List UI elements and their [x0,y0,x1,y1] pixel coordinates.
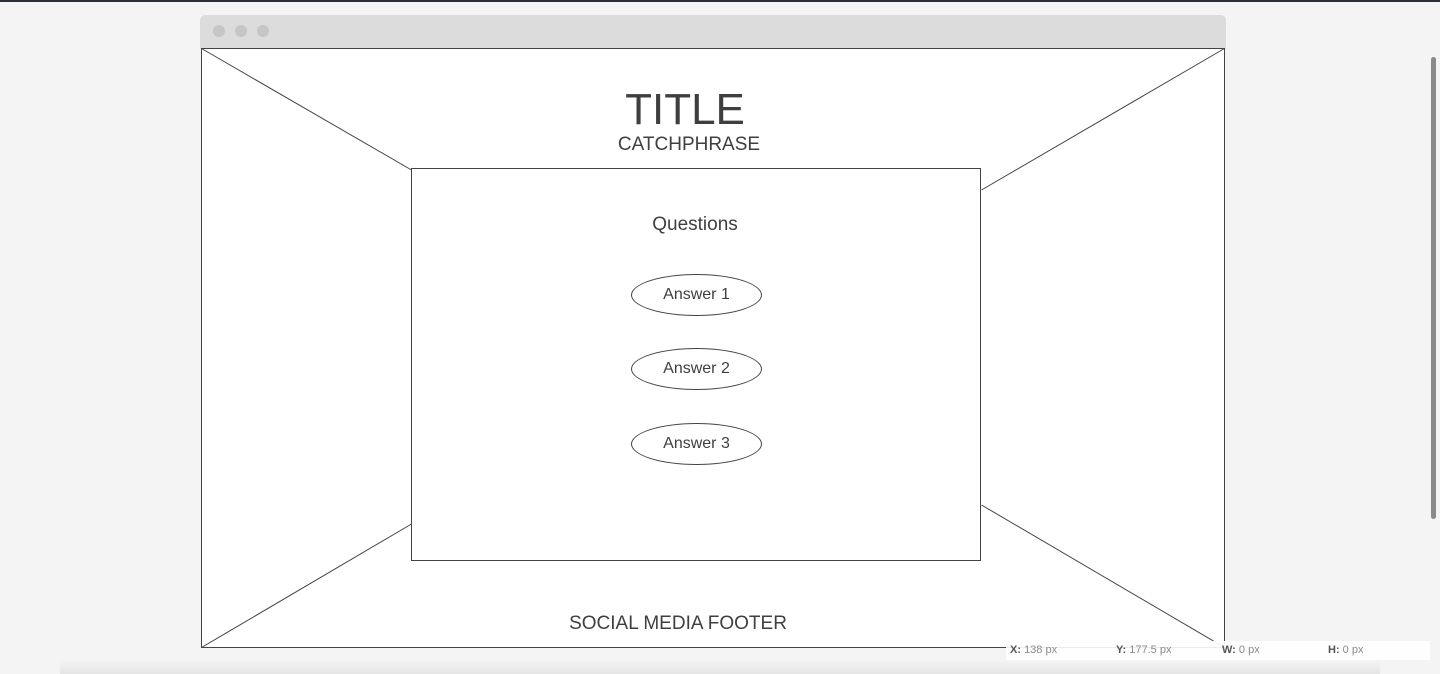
placeholder-diagonal-bottom-left [201,523,412,648]
window-close-dot[interactable] [213,25,225,37]
y-coordinate: Y: 177.5 px [1116,644,1172,656]
x-coordinate: X: 138 px [1010,644,1058,656]
placeholder-diagonal-bottom-right [981,504,1225,648]
window-top-edge [0,0,1440,2]
answer-3-button[interactable]: Answer 3 [631,423,762,465]
placeholder-diagonal-top-left [201,48,412,171]
width-readout: W: 0 px [1222,644,1260,656]
answer-2-button[interactable]: Answer 2 [631,348,762,390]
window-minimize-dot[interactable] [235,25,247,37]
window-maximize-dot[interactable] [257,25,269,37]
scrollbar-thumb[interactable] [1431,57,1436,519]
height-readout: H: 0 px [1328,644,1364,656]
social-media-footer: SOCIAL MEDIA FOOTER [569,613,787,634]
questions-heading: Questions [652,214,738,235]
page-title: TITLE [625,85,745,134]
catchphrase-text: CATCHPHRASE [617,134,761,155]
browser-chrome-bar [200,15,1226,49]
placeholder-diagonal-top-right [981,48,1225,191]
coordinate-readout-bar: X: 138 px Y: 177.5 px W: 0 px H: 0 px [1006,641,1430,660]
answer-1-button[interactable]: Answer 1 [631,274,762,316]
canvas-shadow [60,660,1380,674]
